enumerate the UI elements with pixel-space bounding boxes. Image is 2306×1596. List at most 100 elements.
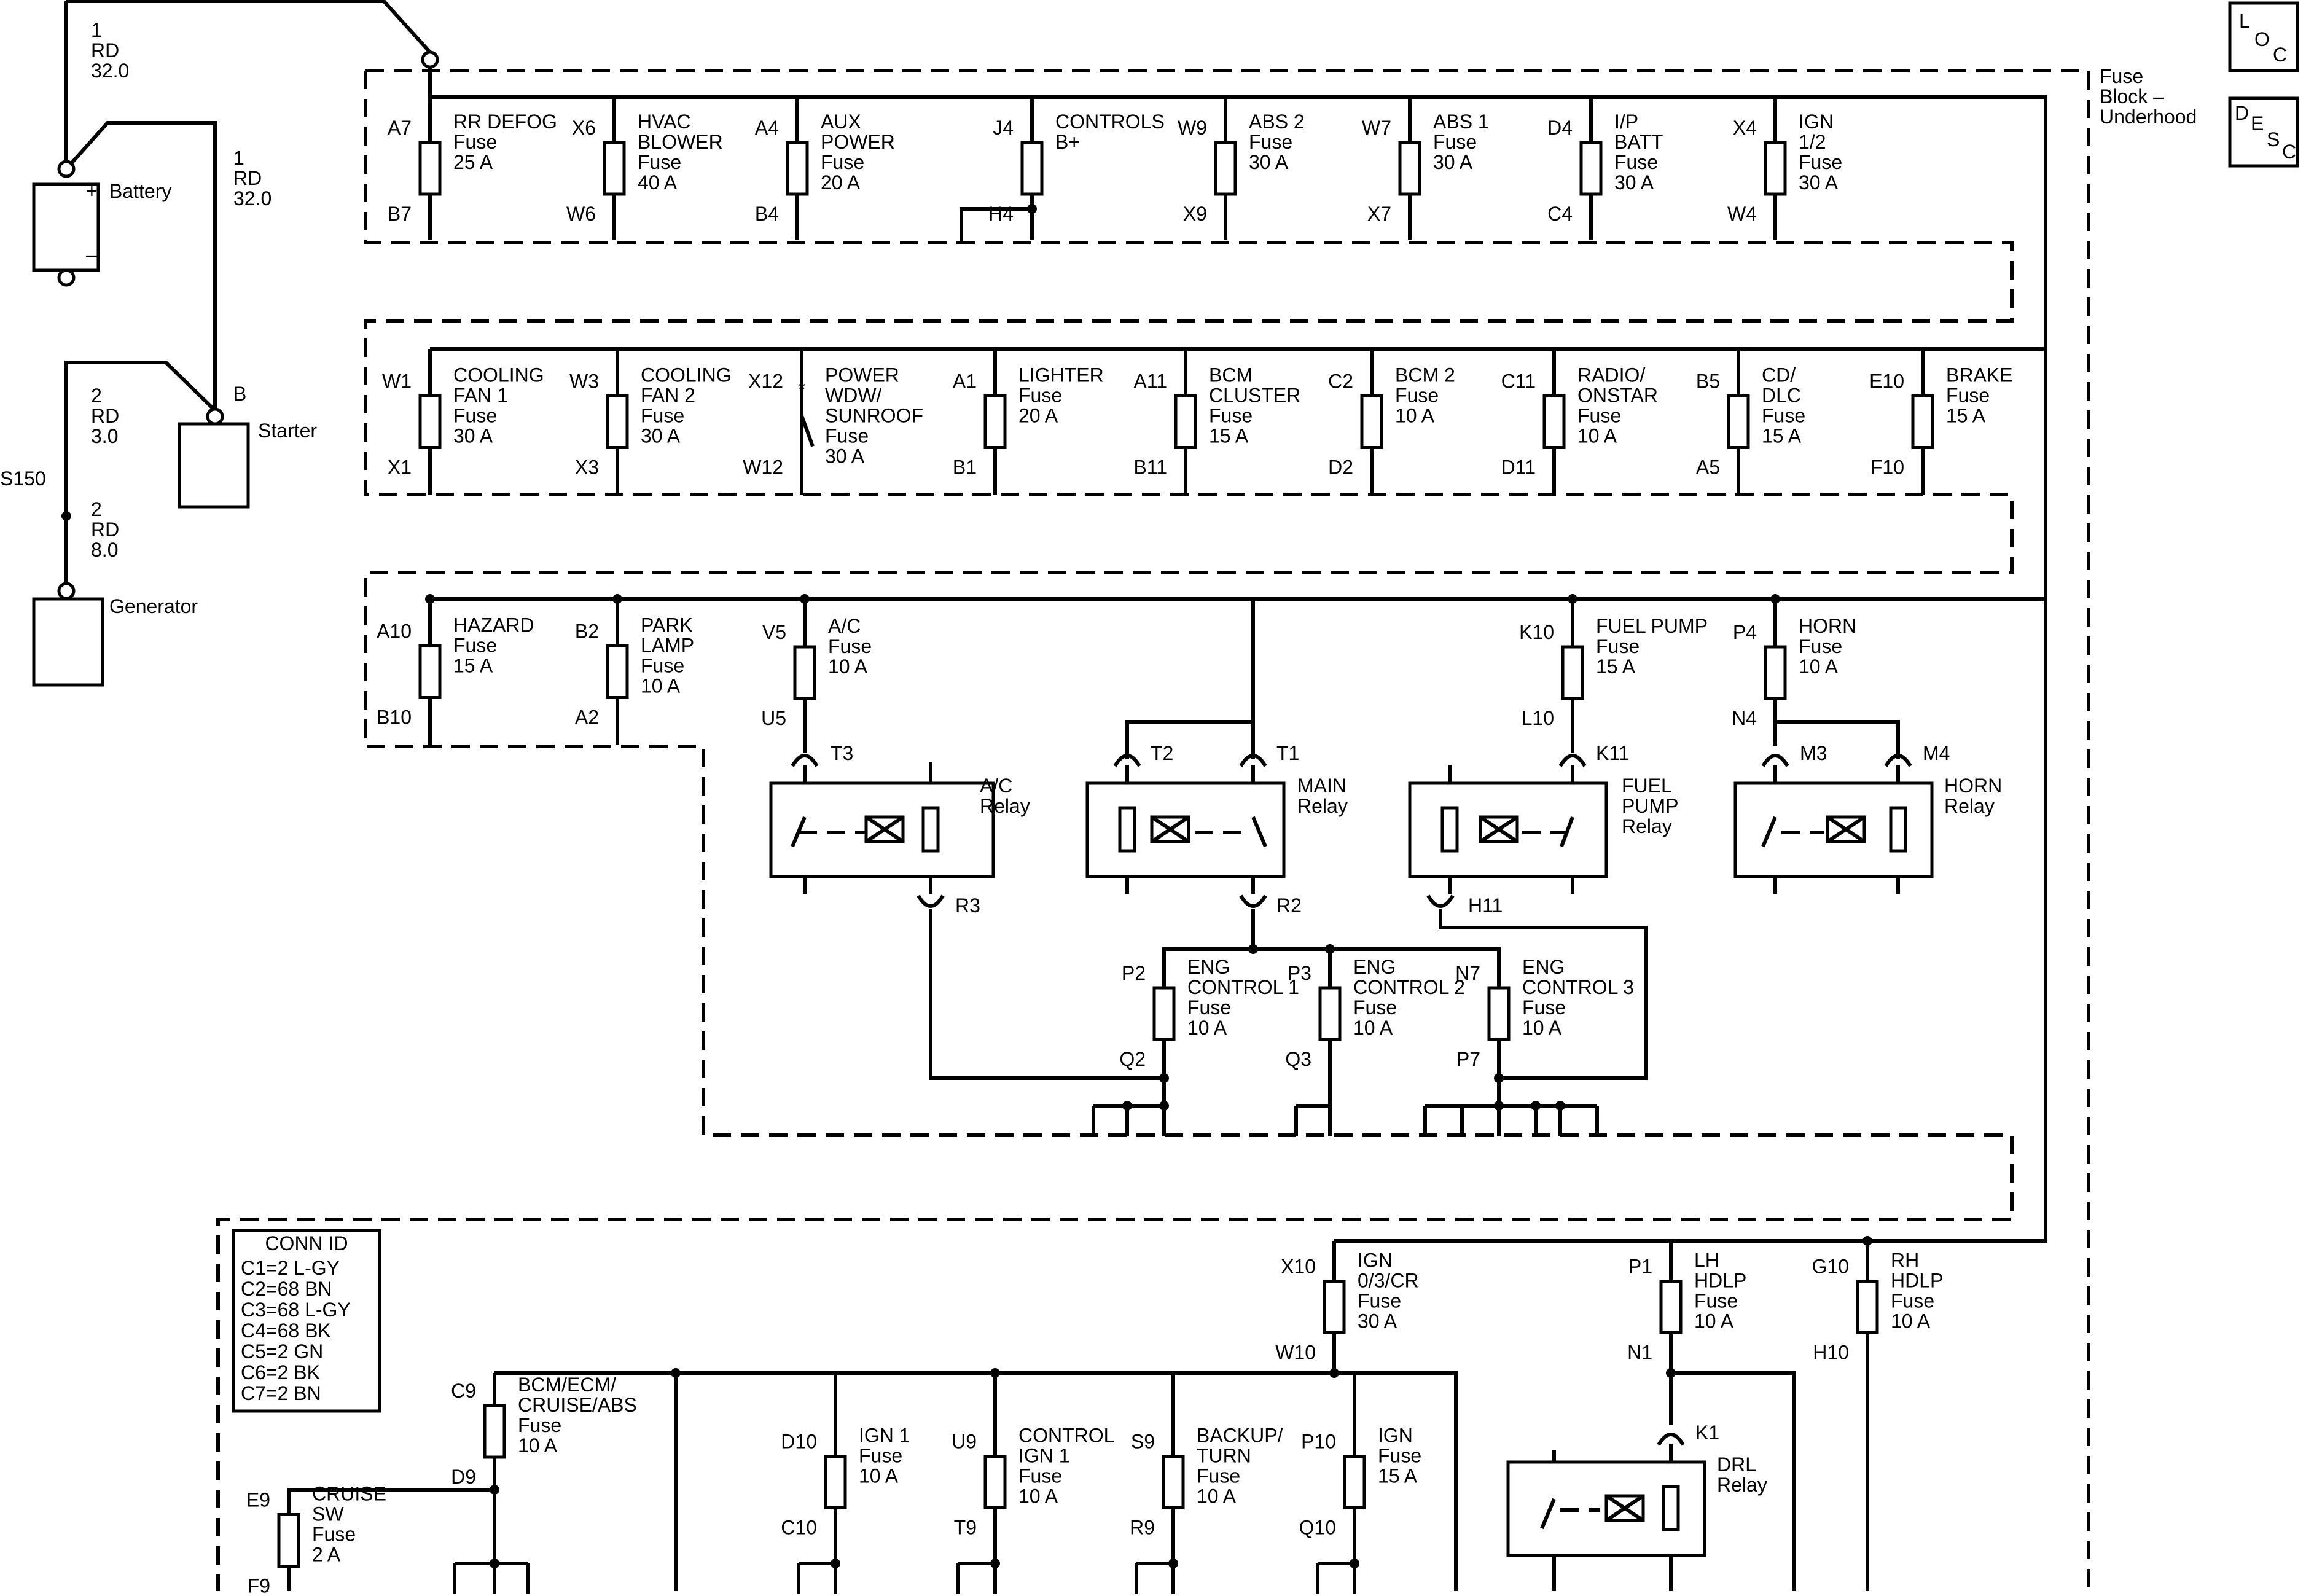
wire-color-label-line: RD bbox=[91, 405, 119, 427]
generator-label: Generator bbox=[109, 595, 198, 617]
fuse-cavity-bottom: U5 bbox=[761, 707, 786, 729]
fuse-body bbox=[1162, 1455, 1185, 1509]
relay-terminal bbox=[1239, 754, 1267, 767]
fuse-label-line: 1/2 bbox=[1799, 131, 1826, 153]
fuse-label-line: 30 A bbox=[641, 425, 681, 447]
battery-label: Battery bbox=[109, 180, 171, 202]
junction-dot bbox=[1122, 1101, 1132, 1111]
fuse-body bbox=[483, 1404, 506, 1459]
fuse-body bbox=[824, 1455, 847, 1509]
fuse-cavity-bottom: B1 bbox=[953, 456, 977, 479]
fuse-label-line: BACKUP/ bbox=[1197, 1425, 1283, 1447]
conn-id-row: C3=68 L-GY bbox=[241, 1299, 351, 1321]
fuse-body bbox=[606, 394, 629, 449]
fuse-label-line: IGN bbox=[1378, 1425, 1413, 1447]
main-bus bbox=[428, 68, 2047, 349]
wire-color-label-line: 1 bbox=[91, 19, 102, 41]
fuse-label-line: Fuse bbox=[1891, 1290, 1934, 1312]
horn-relay-top-wire bbox=[1773, 720, 1900, 759]
relay-label-line: PUMP bbox=[1622, 795, 1678, 817]
junction-dot bbox=[1168, 1559, 1178, 1568]
fuse-cavity-top: W1 bbox=[382, 370, 412, 393]
relay-terminal bbox=[1884, 754, 1912, 767]
wire-color-label-line: 2 bbox=[91, 498, 102, 520]
generator-terminal bbox=[57, 582, 76, 600]
fuse-label-line: B+ bbox=[1055, 131, 1080, 153]
fuse-label-line: HVAC bbox=[638, 111, 691, 133]
fuse-body bbox=[1487, 986, 1511, 1041]
h11-wire bbox=[1439, 909, 1648, 1080]
fuse-label-line: Fuse bbox=[1433, 131, 1477, 153]
fuse-label-line: 15 A bbox=[453, 655, 493, 677]
relay-contact bbox=[1540, 1498, 1556, 1530]
fuse-cavity-bottom: N1 bbox=[1627, 1342, 1652, 1364]
fuse-body bbox=[1727, 394, 1750, 449]
fuse-label-line: 30 A bbox=[825, 445, 865, 467]
fuse-cavity-top: A10 bbox=[377, 620, 412, 643]
fuse-label-line: Fuse bbox=[1799, 151, 1842, 173]
fuse-cavity-top: X12 bbox=[748, 370, 783, 393]
fuse-label-line: Fuse bbox=[1249, 131, 1292, 153]
junction-dot bbox=[1531, 1101, 1541, 1111]
s150-to-starter-wire bbox=[64, 361, 217, 412]
fuse-label-line: 10 A bbox=[1187, 1017, 1227, 1039]
relay-terminal bbox=[1558, 754, 1587, 767]
fuse-cavity-top: A1 bbox=[953, 370, 977, 393]
fuse-body bbox=[606, 644, 629, 699]
junction-dot bbox=[1329, 1368, 1339, 1378]
fuse-label-line: Fuse bbox=[1018, 385, 1062, 407]
relay-pin: M4 bbox=[1923, 742, 1950, 764]
fuse-body bbox=[1579, 141, 1603, 196]
fuse-label-line: CLUSTER bbox=[1209, 385, 1300, 407]
wire-color-label-line: 2 bbox=[91, 385, 102, 407]
starter-box bbox=[178, 422, 250, 509]
relay-diode-resistor bbox=[1889, 806, 1907, 853]
junction-dot bbox=[800, 594, 810, 604]
fuse-body bbox=[1323, 1280, 1346, 1334]
fuse-label-line: SUNROOF bbox=[825, 405, 923, 427]
fuse-cavity-bottom: T9 bbox=[954, 1517, 977, 1539]
fuse-block-boundary bbox=[216, 69, 2090, 1591]
fuse-label-line: IGN 1 bbox=[859, 1425, 910, 1447]
fuse-label-line: CONTROL bbox=[1018, 1425, 1114, 1447]
fuse-label-line: HDLP bbox=[1694, 1270, 1746, 1292]
fuse-label-line: ENG bbox=[1522, 956, 1565, 978]
battery-minus-sign: – bbox=[86, 243, 97, 265]
fuse-cavity-top: P2 bbox=[1122, 962, 1146, 984]
desc-badge bbox=[2228, 96, 2299, 168]
fuse-label-line: BLOWER bbox=[638, 131, 723, 153]
fuse-cavity-bottom: Q10 bbox=[1299, 1517, 1336, 1539]
junction-dot bbox=[990, 1368, 1000, 1378]
splice-s150 bbox=[61, 511, 71, 521]
fuse-label-line: BCM 2 bbox=[1395, 364, 1455, 386]
fuse-cavity-bottom: B4 bbox=[755, 203, 779, 225]
junction-dot bbox=[1666, 1368, 1676, 1378]
fuse-body bbox=[1561, 645, 1584, 700]
fuse-label-line: HORN bbox=[1799, 615, 1856, 637]
junction-dot bbox=[1350, 1559, 1359, 1568]
fuse-label-line: CONTROL 3 bbox=[1522, 976, 1634, 998]
fuse-label-line: Fuse bbox=[641, 655, 684, 677]
relay-contact bbox=[1560, 816, 1574, 848]
junction-dot bbox=[1325, 944, 1335, 954]
relay-label-line: Relay bbox=[1622, 815, 1672, 837]
relay-coil-cross bbox=[1826, 815, 1866, 843]
fuse-body bbox=[603, 141, 626, 196]
fuse-cavity-bottom: W4 bbox=[1727, 203, 1757, 225]
relay-coil-cross bbox=[1151, 815, 1190, 843]
fuse-body bbox=[1360, 394, 1383, 449]
fuse-label-line: 10 A bbox=[1395, 405, 1435, 427]
fuse-cavity-bottom: X3 bbox=[575, 456, 599, 479]
fuse-label-line: COOLING bbox=[641, 364, 732, 386]
fuse-label-line: CRUISE bbox=[312, 1483, 386, 1505]
fuse-label-line: LIGHTER bbox=[1018, 364, 1104, 386]
junction-dot bbox=[1494, 1101, 1504, 1111]
fuse-body bbox=[1174, 394, 1197, 449]
relay-label-line: A/C bbox=[980, 775, 1012, 797]
main-relay-top-wire bbox=[1125, 720, 1255, 759]
fuse-label-line: 2 A bbox=[312, 1544, 341, 1566]
fuse-cavity-top: U9 bbox=[952, 1431, 977, 1453]
fuse-block-title-line: Fuse bbox=[2100, 65, 2143, 87]
wire-color-label-line: RD bbox=[91, 39, 119, 61]
